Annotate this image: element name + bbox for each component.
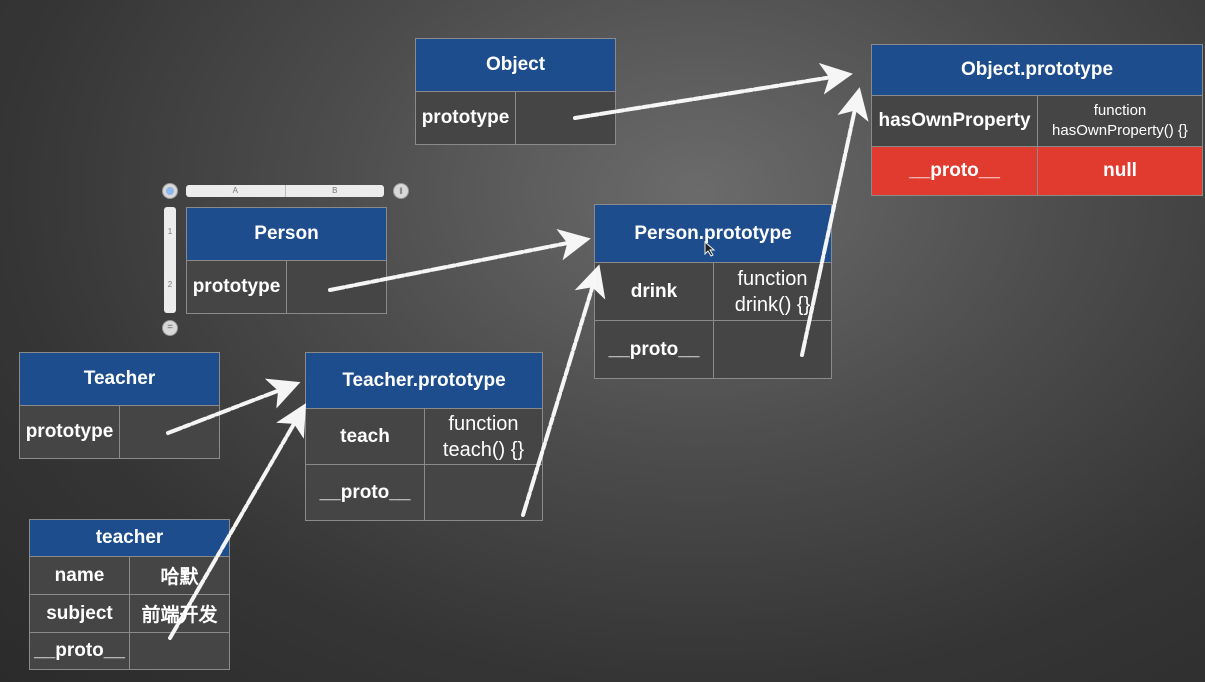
person-table: Person prototype bbox=[185, 207, 388, 314]
teacher-proto-key: __proto__ bbox=[305, 464, 425, 521]
object-proto-null: null bbox=[1036, 146, 1204, 196]
object-prototype-value bbox=[515, 91, 616, 145]
teach-key: teach bbox=[305, 408, 425, 465]
arrow-teacher-to-teacher-prototype bbox=[166, 378, 301, 435]
teach-value: function teach() {} bbox=[424, 408, 543, 465]
instance-proto-key: __proto__ bbox=[29, 632, 130, 670]
person-proto-key: __proto__ bbox=[594, 320, 714, 379]
has-own-property-value: function hasOwnProperty() {} bbox=[1036, 95, 1204, 147]
person-title: Person bbox=[185, 207, 388, 261]
row-header-bar[interactable]: 1 2 bbox=[164, 207, 176, 313]
name-key: name bbox=[29, 556, 130, 595]
teacher-instance-table: teacher name 哈默 subject 前端开发 __proto__ bbox=[28, 519, 231, 670]
subject-value: 前端开发 bbox=[128, 594, 231, 633]
teacher-prototype-key: prototype bbox=[19, 405, 120, 459]
arrow-teacher-proto-to-person-prototype bbox=[521, 264, 606, 517]
object-title: Object bbox=[415, 38, 616, 92]
row-add-handle[interactable]: = bbox=[162, 320, 178, 336]
column-a-handle[interactable]: A bbox=[186, 185, 286, 197]
teacher-prototype-title: Teacher.prototype bbox=[305, 352, 543, 409]
subject-key: subject bbox=[29, 594, 130, 633]
column-b-handle[interactable]: B bbox=[332, 186, 338, 195]
table-select-handle[interactable] bbox=[162, 183, 178, 199]
object-prototype-table: Object.prototype hasOwnProperty function… bbox=[870, 44, 1204, 196]
row-2-handle[interactable]: 2 bbox=[167, 280, 173, 289]
mouse-cursor-icon bbox=[704, 241, 716, 257]
teacher-table: Teacher prototype bbox=[19, 352, 220, 459]
column-header-bar[interactable]: A B bbox=[186, 185, 384, 197]
object-prototype-title: Object.prototype bbox=[870, 44, 1204, 96]
teacher-title: Teacher bbox=[19, 352, 220, 406]
person-prototype-key: prototype bbox=[186, 260, 287, 314]
person-prototype-value bbox=[285, 260, 388, 314]
object-proto-key: __proto__ bbox=[871, 146, 1038, 196]
person-prototype-title: Person.prototype bbox=[594, 204, 832, 263]
arrow-person-proto-to-object-prototype bbox=[800, 87, 869, 357]
arrow-object-to-object-prototype bbox=[573, 62, 853, 120]
drink-key: drink bbox=[594, 262, 714, 321]
column-add-handle[interactable]: ‖ bbox=[393, 183, 409, 199]
teacher-instance-title: teacher bbox=[28, 519, 231, 557]
arrow-instance-to-teacher-prototype bbox=[168, 403, 307, 640]
arrow-person-to-person-prototype bbox=[328, 228, 591, 292]
object-table: Object prototype bbox=[415, 38, 616, 145]
row-1-handle[interactable]: 1 bbox=[167, 227, 173, 236]
instance-proto-value bbox=[128, 632, 231, 670]
teacher-prototype-table: Teacher.prototype teach function teach()… bbox=[305, 352, 543, 521]
person-proto-value bbox=[713, 320, 832, 379]
person-prototype-table: Person.prototype drink function drink() … bbox=[594, 204, 832, 379]
